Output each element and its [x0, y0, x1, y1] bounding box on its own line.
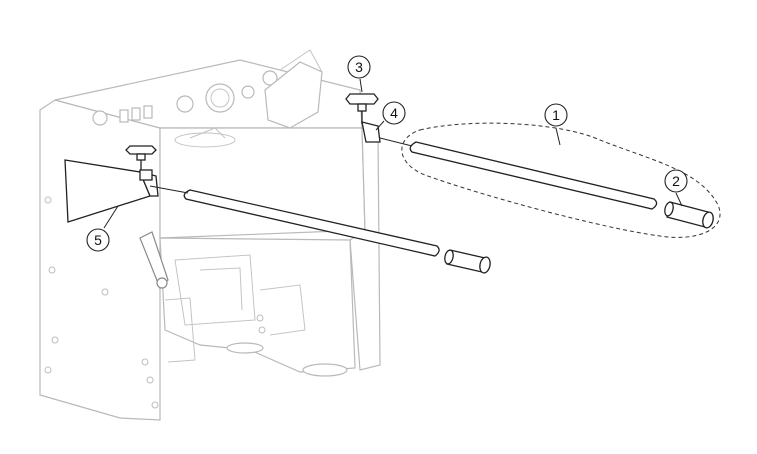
- callout-1-label: 1: [552, 107, 560, 123]
- left-knob: [125, 145, 157, 170]
- left-mounting-bracket: [64, 159, 159, 223]
- lever-handle: [139, 231, 169, 290]
- callout-3-label: 3: [355, 59, 363, 75]
- callout-3: 3: [347, 55, 371, 93]
- callout-4-label: 4: [390, 105, 398, 121]
- right-knob: [345, 93, 379, 124]
- lower-rod-assembly: [149, 185, 491, 274]
- callout-5: 5: [86, 205, 119, 252]
- callout-5-label: 5: [94, 232, 102, 248]
- callout-1: 1: [544, 103, 568, 146]
- callout-2: 2: [664, 169, 688, 207]
- right-mounting-bracket: [361, 121, 381, 143]
- callout-4: 4: [375, 101, 406, 131]
- callout-2-label: 2: [672, 173, 680, 189]
- upper-rod-assembly: [379, 137, 714, 229]
